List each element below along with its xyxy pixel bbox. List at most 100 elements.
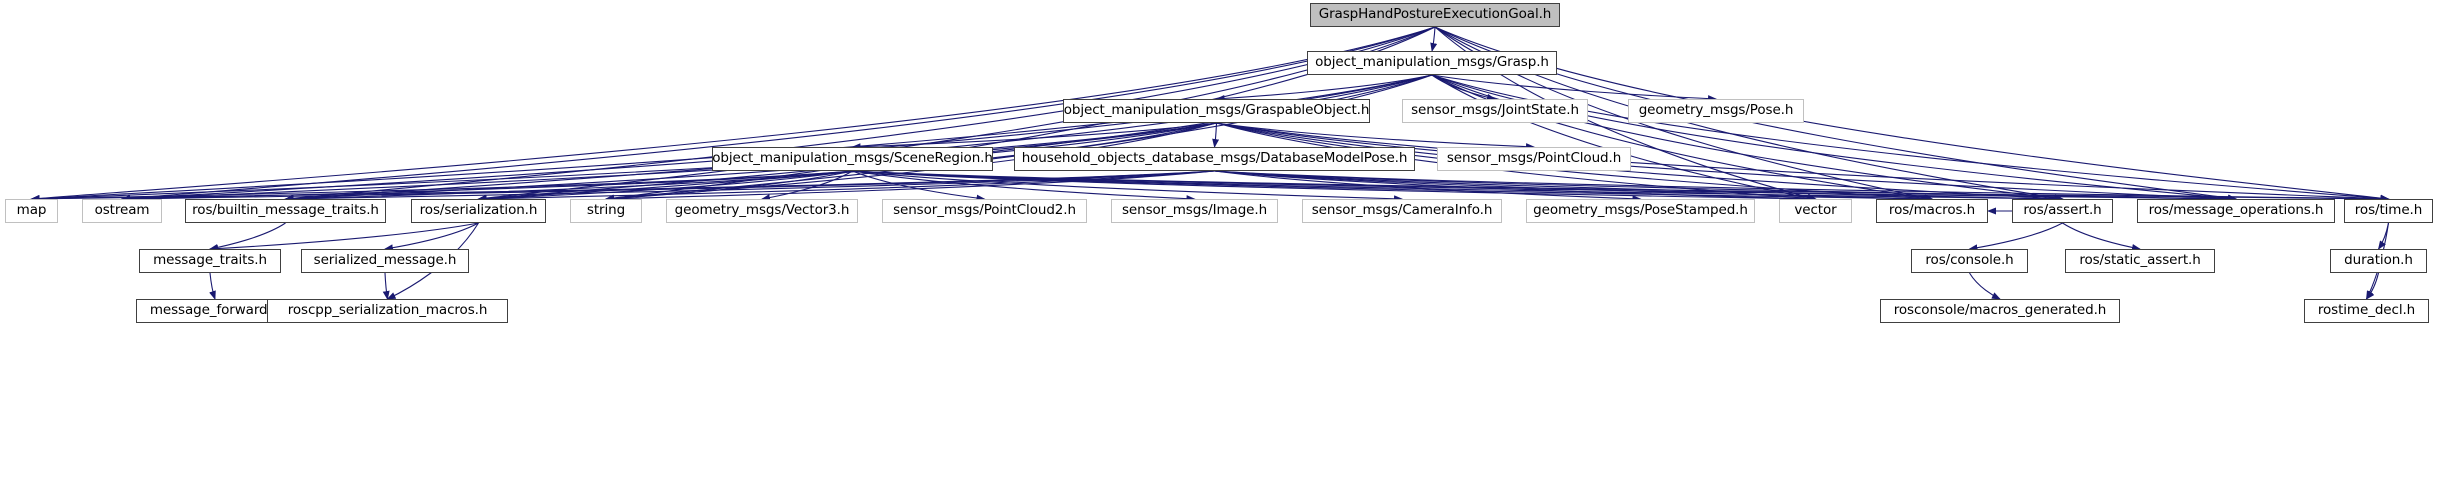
graph-node-label: geometry_msgs/Pose.h <box>1638 102 1794 119</box>
graph-edge <box>1214 170 1933 203</box>
graph-node-assert[interactable]: ros/assert.h <box>2012 199 2113 223</box>
graph-node-label: duration.h <box>2344 252 2413 269</box>
graph-edge <box>1214 170 2064 203</box>
graph-edge <box>852 170 1403 203</box>
graph-edge <box>477 74 1433 202</box>
graph-node-time[interactable]: ros/time.h <box>2344 199 2433 223</box>
graph-edge <box>852 170 1817 203</box>
graph-node-serializedmsg[interactable]: serialized_message.h <box>301 249 469 273</box>
graph-node-label: ros/console.h <box>1925 252 2014 269</box>
graph-node-label: serialized_message.h <box>313 252 457 269</box>
graph-edge <box>30 74 1433 203</box>
graph-edge <box>2377 222 2390 250</box>
graph-node-pointcloud2[interactable]: sensor_msgs/PointCloud2.h <box>882 199 1087 223</box>
graph-edge <box>121 170 853 203</box>
graph-node-console[interactable]: ros/console.h <box>1911 249 2028 273</box>
graph-edge <box>382 272 390 300</box>
graph-edge <box>1212 122 1220 148</box>
graph-edge <box>1431 74 2237 202</box>
graph-node-posestamped[interactable]: geometry_msgs/PoseStamped.h <box>1526 199 1755 223</box>
graph-node-image[interactable]: sensor_msgs/Image.h <box>1111 199 1278 223</box>
graph-node-camerainfo[interactable]: sensor_msgs/CameraInfo.h <box>1302 199 1502 223</box>
graph-node-rostimedecl[interactable]: rostime_decl.h <box>2304 299 2429 323</box>
graph-node-label: sensor_msgs/JointState.h <box>1411 102 1579 119</box>
graph-node-label: object_manipulation_msgs/Grasp.h <box>1315 54 1549 71</box>
graph-edge <box>1969 272 2001 300</box>
graph-edge <box>284 170 1215 203</box>
graph-node-vector[interactable]: vector <box>1779 199 1852 223</box>
graph-node-label: string <box>586 202 626 219</box>
graph-node-map[interactable]: map <box>5 199 58 223</box>
graph-node-jointstate[interactable]: sensor_msgs/JointState.h <box>1402 99 1588 123</box>
graph-edge <box>852 170 2064 203</box>
graph-node-label: ostream <box>94 202 150 219</box>
graph-edge <box>1431 74 1817 201</box>
graph-node-pointcloud[interactable]: sensor_msgs/PointCloud.h <box>1437 147 1631 171</box>
graph-node-label: ros/macros.h <box>1888 202 1976 219</box>
graph-edge <box>1430 26 1438 52</box>
graph-node-label: map <box>16 202 47 219</box>
graph-node-label: object_manipulation_msgs/GraspableObject… <box>1063 102 1370 119</box>
graph-node-label: sensor_msgs/CameraInfo.h <box>1311 202 1493 219</box>
graph-node-label: GraspHandPostureExecutionGoal.h <box>1318 6 1552 23</box>
graph-edge <box>1214 170 1817 203</box>
graph-node-label: message_traits.h <box>153 252 267 269</box>
graph-edge <box>1431 74 2064 202</box>
graph-node-label: object_manipulation_msgs/SceneRegion.h <box>712 150 993 167</box>
graph-edge <box>852 170 2390 203</box>
graph-node-label: sensor_msgs/PointCloud2.h <box>893 202 1076 219</box>
graph-edge <box>852 170 986 202</box>
graph-node-staticassert[interactable]: ros/static_assert.h <box>2065 249 2215 273</box>
graph-edge <box>2365 272 2380 300</box>
graph-node-msgtraits[interactable]: message_traits.h <box>139 249 281 273</box>
graph-node-graspable[interactable]: object_manipulation_msgs/GraspableObject… <box>1063 99 1370 123</box>
graph-node-root[interactable]: GraspHandPostureExecutionGoal.h <box>1310 3 1560 27</box>
graph-node-sceneregion[interactable]: object_manipulation_msgs/SceneRegion.h <box>712 147 993 171</box>
graph-edge <box>209 222 479 253</box>
graph-edge <box>284 170 853 203</box>
graph-node-label: vector <box>1794 202 1837 219</box>
graph-edge <box>30 170 853 203</box>
graph-edge <box>1215 74 1433 102</box>
graph-edge <box>1214 170 1642 203</box>
graph-node-label: geometry_msgs/PoseStamped.h <box>1533 202 1748 219</box>
graph-edge <box>1431 74 1933 202</box>
graph-node-label: household_objects_database_msgs/Database… <box>1021 150 1408 167</box>
graph-edge <box>851 122 1217 151</box>
graph-node-label: ros/static_assert.h <box>2079 252 2201 269</box>
graph-node-label: ros/assert.h <box>2023 202 2102 219</box>
graph-edge <box>1214 170 2390 203</box>
graph-node-string[interactable]: string <box>570 199 642 223</box>
graph-edge <box>477 170 853 203</box>
graph-node-label: ros/builtin_message_traits.h <box>192 202 379 219</box>
graph-node-serialization[interactable]: ros/serialization.h <box>411 199 546 223</box>
graph-edge <box>121 74 1433 203</box>
graph-node-builtin[interactable]: ros/builtin_message_traits.h <box>185 199 386 223</box>
graph-node-grasp[interactable]: object_manipulation_msgs/Grasp.h <box>1307 51 1557 75</box>
graph-node-vector3[interactable]: geometry_msgs/Vector3.h <box>666 199 858 223</box>
graph-node-msgops[interactable]: ros/message_operations.h <box>2137 199 2335 223</box>
graph-edge <box>605 74 1433 202</box>
graph-node-duration[interactable]: duration.h <box>2330 249 2427 273</box>
graph-edge <box>1431 74 2390 202</box>
graph-node-pose[interactable]: geometry_msgs/Pose.h <box>1628 99 1804 123</box>
graph-edge <box>384 222 479 252</box>
graph-edge <box>1216 122 1535 151</box>
graph-node-macrosgenerated[interactable]: rosconsole/macros_generated.h <box>1880 299 2120 323</box>
graph-node-label: ros/time.h <box>2354 202 2423 219</box>
graph-node-label: sensor_msgs/Image.h <box>1121 202 1268 219</box>
graph-node-label: roscpp_serialization_macros.h <box>287 302 488 319</box>
graph-edge <box>477 170 1215 203</box>
graph-node-macros[interactable]: ros/macros.h <box>1876 199 1988 223</box>
graph-node-dbmodelpose[interactable]: household_objects_database_msgs/Database… <box>1014 147 1415 171</box>
graph-node-label: ros/serialization.h <box>419 202 538 219</box>
graph-edge <box>209 272 216 300</box>
graph-edge <box>121 170 1215 203</box>
graph-edge <box>852 170 1196 203</box>
graph-node-label: sensor_msgs/PointCloud.h <box>1446 150 1622 167</box>
graph-edge <box>852 170 2237 203</box>
graph-node-ostream[interactable]: ostream <box>82 199 162 223</box>
graph-node-label: geometry_msgs/Vector3.h <box>674 202 850 219</box>
graph-node-roscppmacros[interactable]: roscpp_serialization_macros.h <box>267 299 508 323</box>
